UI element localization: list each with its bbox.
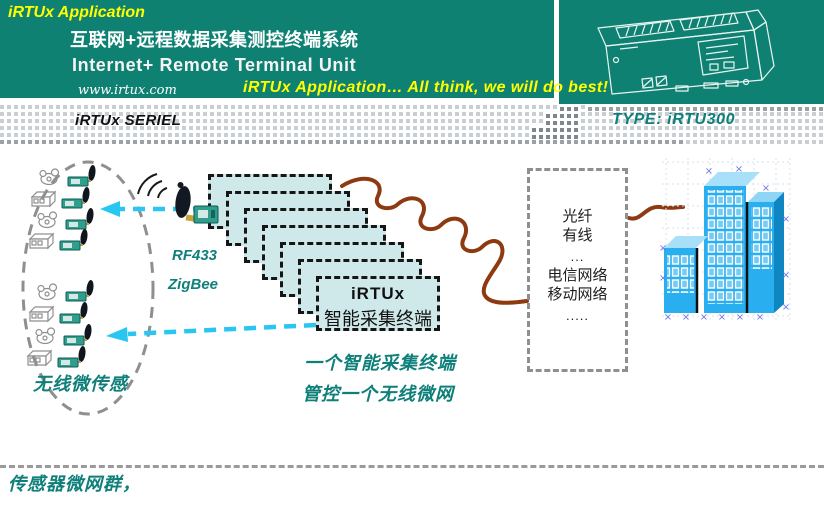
svg-text:×: × <box>664 312 672 323</box>
network-ellipsis: ... <box>570 249 585 264</box>
wireless-arrow-upper <box>100 201 205 217</box>
network-ellipsis: ..... <box>565 308 590 323</box>
svg-text:×: × <box>682 312 690 323</box>
sensor-node <box>26 344 90 371</box>
english-title: Internet+ Remote Terminal Unit <box>72 55 357 75</box>
type-label: TYPE: iRTU300 <box>612 111 736 128</box>
svg-text:×: × <box>735 164 743 175</box>
terminal-subtitle: 智能采集终端 <box>324 309 432 329</box>
radio-label-zigbee: ZigBee <box>168 276 219 293</box>
dashed-divider-line <box>0 465 824 468</box>
svg-text:×: × <box>782 270 790 281</box>
svg-text:×: × <box>700 312 708 323</box>
network-line: 光纤 <box>562 208 593 225</box>
checker-band-dark-bottom <box>0 139 686 144</box>
svg-text:×: × <box>736 312 744 323</box>
svg-text:×: × <box>659 243 667 254</box>
office-buildings-illustration: × × × × × × × × × × × × × × <box>659 158 792 323</box>
footer-label: 传感器微网群， <box>8 474 141 494</box>
irtux-terminal-card: iRTUx 智能采集终端 <box>316 276 440 331</box>
svg-text:×: × <box>756 312 764 323</box>
radio-label-rf433: RF433 <box>172 247 218 264</box>
website-url: www.irtux.com <box>78 83 177 98</box>
sensor-node <box>28 227 92 254</box>
wifi-waves-icon <box>137 173 168 199</box>
rtu-device-line-art <box>597 9 775 95</box>
network-line: 移动网络 <box>547 286 608 303</box>
caption-line-2: 管控一个无线微网 <box>302 384 454 404</box>
wireless-arrow-lower <box>106 322 317 342</box>
sensor-group-label: 无线微传感 <box>33 374 128 394</box>
svg-text:×: × <box>718 312 726 323</box>
wired-link-to-building <box>627 204 685 221</box>
svg-text:×: × <box>659 273 667 284</box>
svg-text:×: × <box>705 166 713 177</box>
svg-text:×: × <box>782 302 790 313</box>
slogan-text: iRTUx Application… All think, we will do… <box>243 79 609 96</box>
series-label: iRTUx SERIEL <box>75 112 182 129</box>
selection-handle-icons: × × × × × × × × × × × × × × <box>659 164 790 323</box>
network-line: 电信网络 <box>547 267 608 284</box>
terminal-title: iRTUx <box>350 284 406 303</box>
app-title: iRTUx Application <box>8 4 145 21</box>
checker-band-dark-top <box>588 104 824 111</box>
network-line: 有线 <box>562 227 593 244</box>
svg-text:×: × <box>762 183 770 194</box>
chinese-title: 互联网+远程数据采集测控终端系统 <box>70 30 359 50</box>
svg-text:×: × <box>782 214 790 225</box>
caption-line-1: 一个智能采集终端 <box>304 353 456 373</box>
network-box: 光纤 有线 ... 电信网络 移动网络 ..... <box>527 168 628 372</box>
header-background-left <box>0 0 554 98</box>
